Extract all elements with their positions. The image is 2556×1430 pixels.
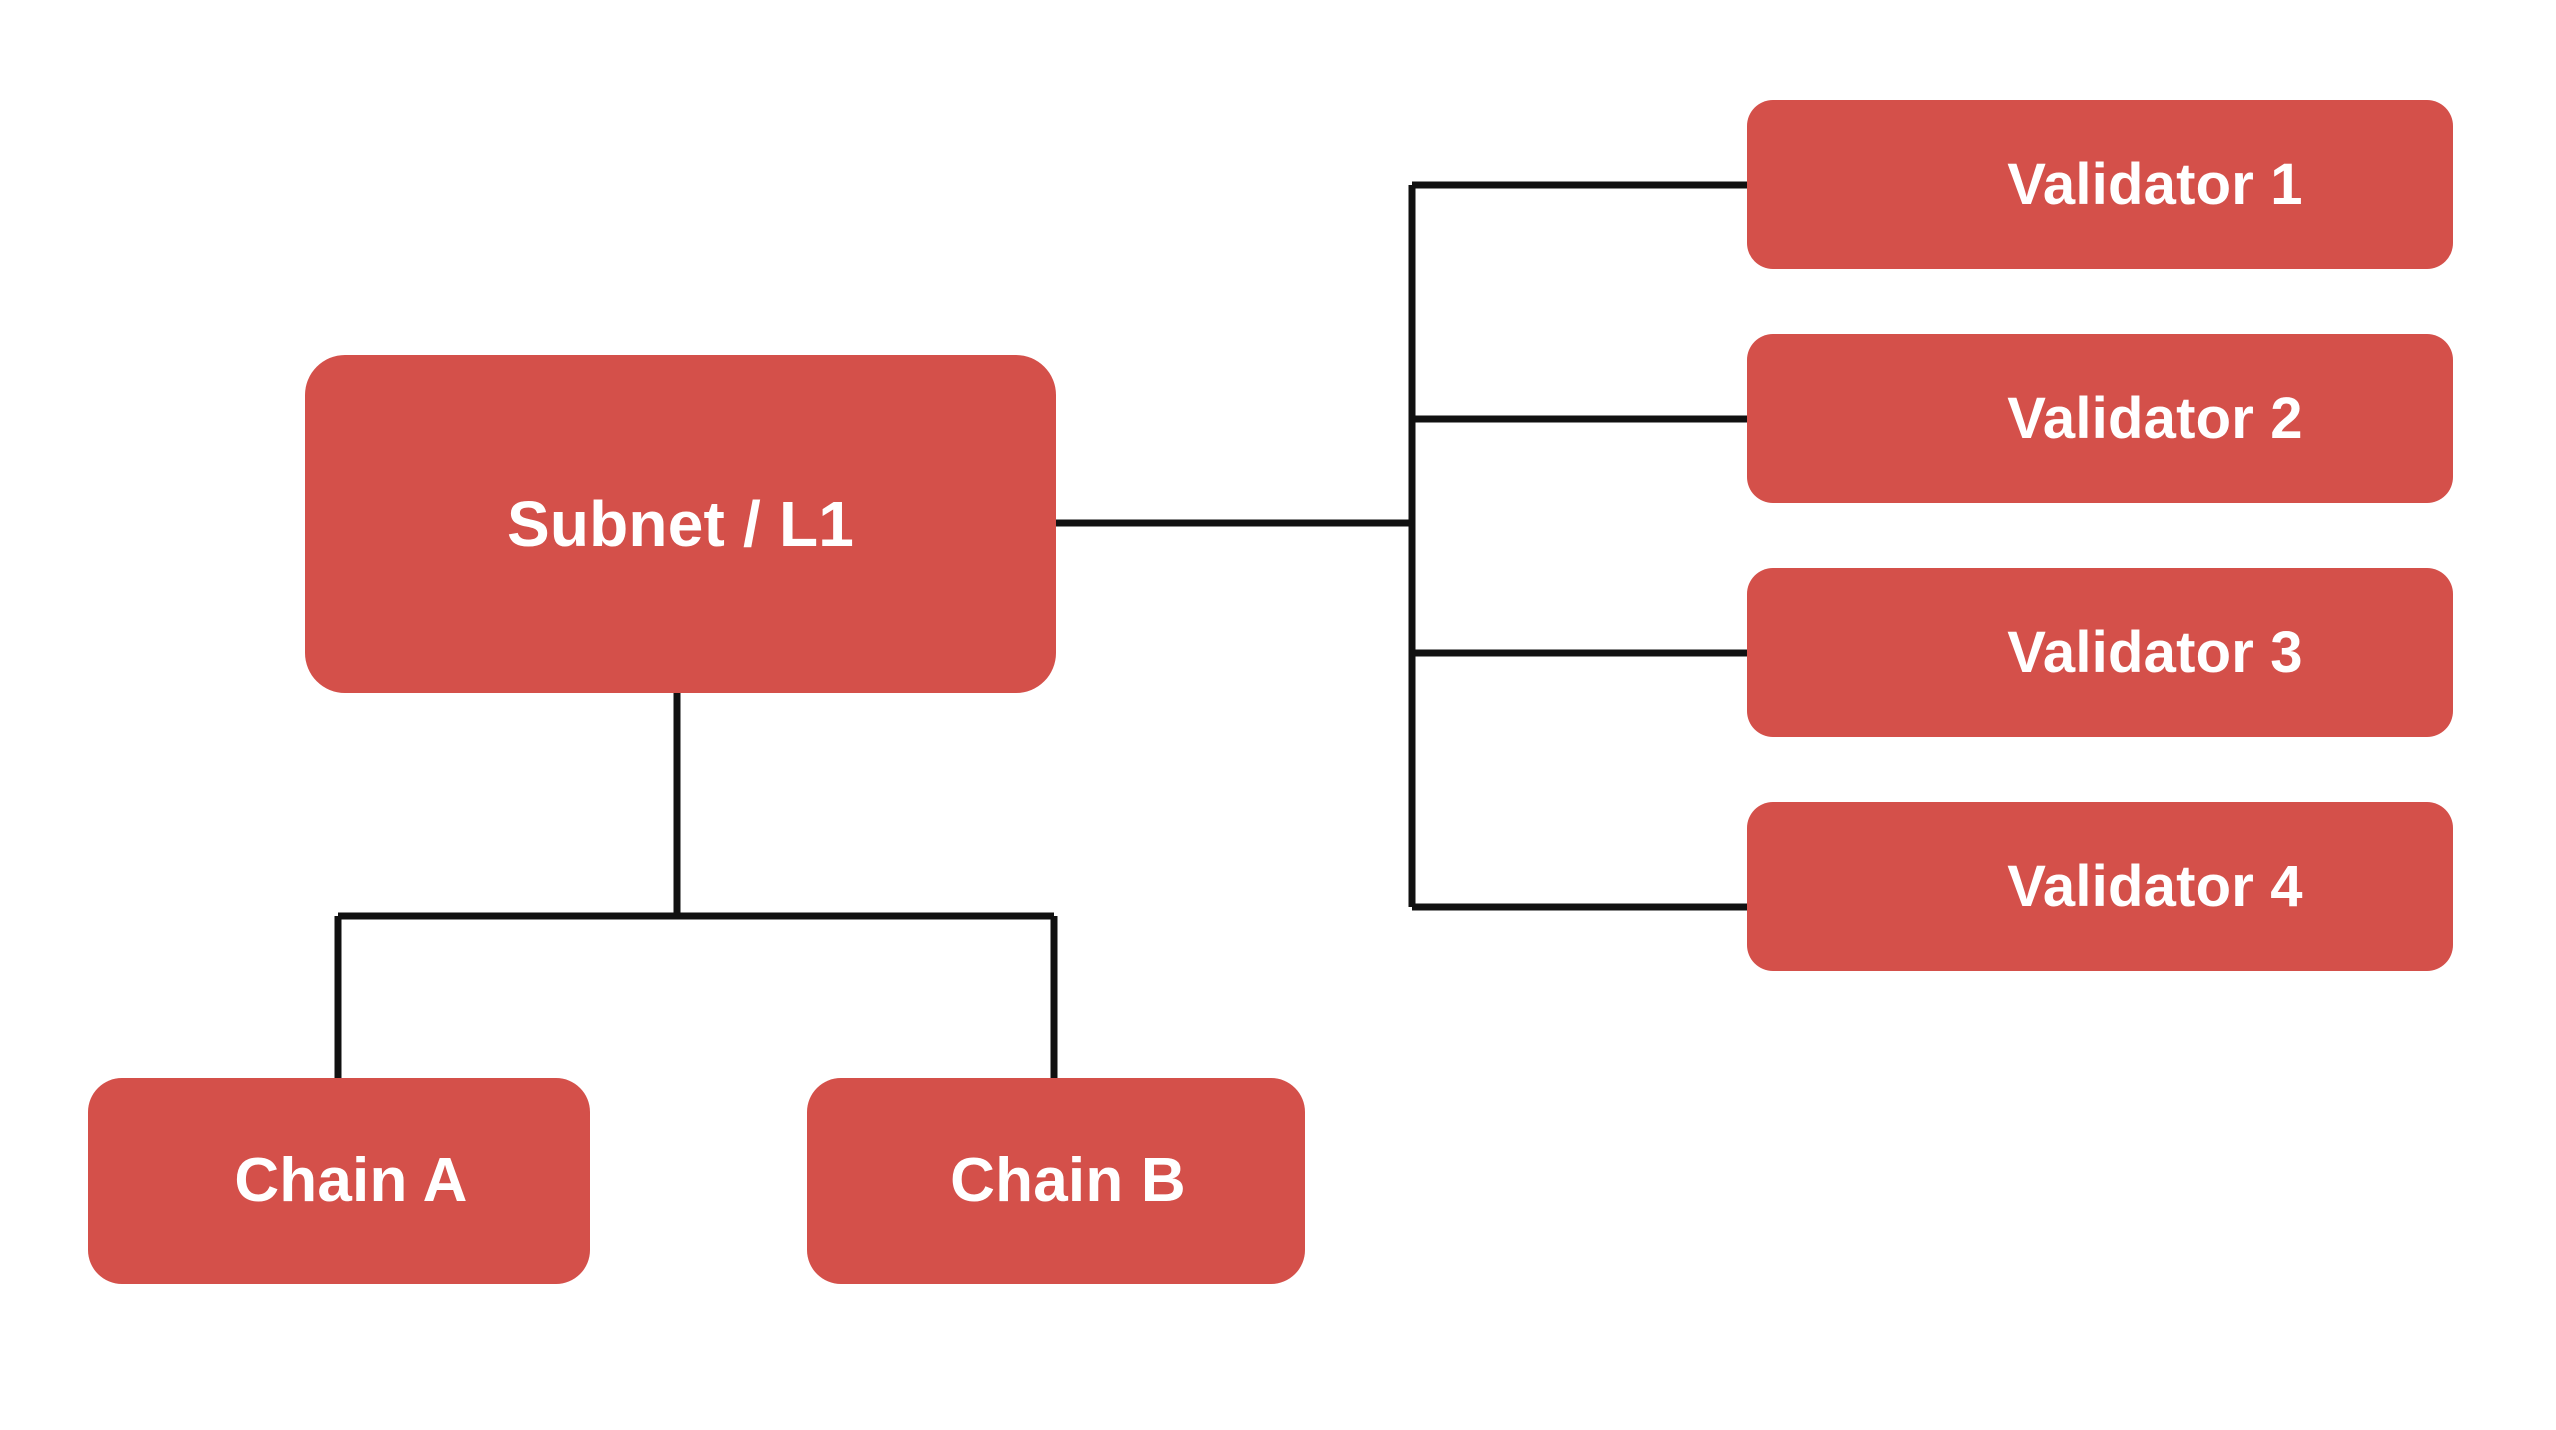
node-chain-a-label: Chain A bbox=[234, 1146, 468, 1215]
node-subnet-l1-label: Subnet / L1 bbox=[506, 488, 855, 560]
node-validator-1-label: Validator 1 bbox=[2007, 151, 2303, 217]
node-chain-a[interactable]: Chain A bbox=[88, 1078, 590, 1284]
node-validator-4-label: Validator 4 bbox=[2007, 853, 2303, 919]
node-validator-3[interactable]: Validator 3 bbox=[1747, 568, 2453, 737]
node-validator-3-label: Validator 3 bbox=[2007, 619, 2303, 685]
node-chain-b-label: Chain B bbox=[950, 1146, 1186, 1215]
node-subnet-l1[interactable]: Subnet / L1 bbox=[305, 355, 1056, 693]
node-validator-4[interactable]: Validator 4 bbox=[1747, 802, 2453, 971]
node-validator-1[interactable]: Validator 1 bbox=[1747, 100, 2453, 269]
node-chain-b[interactable]: Chain B bbox=[807, 1078, 1305, 1284]
node-validator-2[interactable]: Validator 2 bbox=[1747, 334, 2453, 503]
node-validator-2-label: Validator 2 bbox=[2007, 385, 2303, 451]
